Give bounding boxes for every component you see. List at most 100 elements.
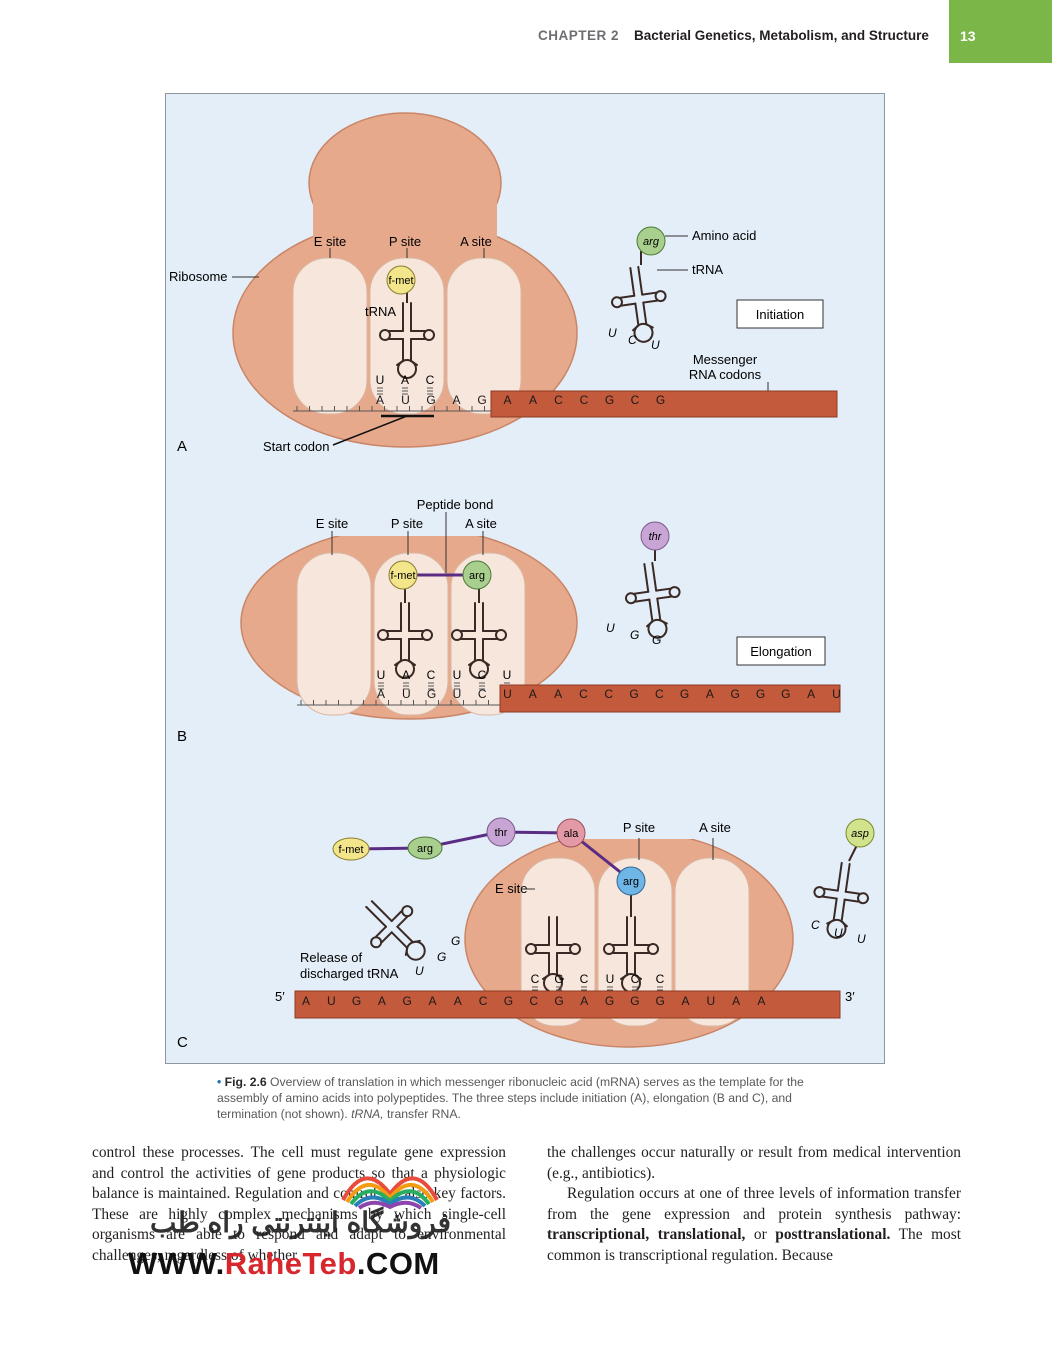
release-label-2: discharged tRNA (300, 966, 399, 981)
free-trna-label-a: tRNA (692, 262, 723, 277)
p2-text-c: or (745, 1226, 776, 1244)
released-trna (348, 883, 443, 978)
p-site-label-c: P site (623, 820, 655, 835)
caption-text-2: transfer RNA. (383, 1107, 461, 1121)
a-site-label-b: A site (465, 516, 497, 531)
p-site-label-a: P site (389, 234, 421, 249)
mrna-b-base-8: A (554, 687, 562, 701)
mrna-b-base-2: U (402, 687, 411, 701)
translation-diagram: E site P site A site Ribosome f-met tRNA… (169, 112, 875, 1051)
mrna-c-base-15: G (656, 994, 665, 1008)
chain-arg-label: arg (417, 843, 433, 855)
arg-amino-c (616, 866, 646, 896)
five-prime-label: 5′ (275, 989, 285, 1004)
a-site-label-c: A site (699, 820, 731, 835)
mrna-c-base-19: A (757, 994, 765, 1008)
p2-text-d: The most common is transcriptional regul… (547, 1226, 961, 1264)
anticodon-b-p-3: C (427, 668, 436, 682)
arg-label-c: arg (623, 876, 639, 888)
ribosome-junction (313, 199, 497, 239)
mrna-a-base-2: U (401, 393, 410, 407)
mrna-b-base-1: A (377, 687, 385, 701)
asp-amino-c (845, 818, 875, 848)
mrna-c-base-18: A (732, 994, 740, 1008)
mrna-b-base-16: G (756, 687, 765, 701)
body-paragraph-left: control these processes. The cell must r… (92, 1144, 506, 1264)
free-anticodon-c-1: C (811, 918, 820, 932)
mrna-c-base-7: A (454, 994, 462, 1008)
mrna-b-base-14: A (706, 687, 714, 701)
free-anticodon-c-3: U (857, 932, 866, 946)
mrna-c-base-3: G (352, 994, 361, 1008)
mrna-c-base-2: U (327, 994, 336, 1008)
panel-letter-c: C (177, 1034, 188, 1051)
free-anticodon-b-2: G (630, 628, 639, 642)
anticodon-a-1: U (376, 373, 385, 387)
anticodon-c-p-2: C (631, 972, 640, 986)
anticodon-c-e-2: G (554, 972, 563, 986)
free-anticodon-b-3: G (652, 633, 661, 647)
chain-thr (486, 817, 516, 847)
anticodon-b-a-1: U (453, 668, 462, 682)
mrna-b-base-15: G (731, 687, 740, 701)
thr-label-b: thr (649, 531, 663, 543)
mrna-c-base-16: A (681, 994, 689, 1008)
arg-amino-b (462, 560, 492, 590)
elongation-label: Elongation (750, 644, 811, 659)
figure-caption: • Fig. 2.6 Overview of translation in wh… (217, 1074, 847, 1122)
free-anticodon-b-1: U (606, 621, 615, 635)
arg-amino-a (636, 226, 666, 256)
mrna-b-base-19: U (832, 687, 841, 701)
anticodon-c-e-3: C (580, 972, 589, 986)
e-site-label-b: E site (316, 516, 349, 531)
p-site-slot-b (373, 552, 449, 716)
panel-letter-a: A (177, 438, 187, 455)
peptide-bond-label: Peptide bond (417, 497, 494, 512)
mrna-a-base-1: A (376, 393, 384, 407)
panel-letter-b: B (177, 728, 187, 745)
mrna-a-base-9: C (580, 393, 589, 407)
start-codon-label: Start codon (263, 439, 330, 454)
free-anticodon-a-3: U (651, 338, 660, 352)
mrna-c-base-13: G (605, 994, 614, 1008)
mrna-strand-a (490, 390, 838, 418)
body-paragraph-right-1: the challenges occur naturally or result… (547, 1144, 961, 1182)
fmet-label-a: f-met (388, 275, 413, 287)
mrna-a-base-3: G (426, 393, 435, 407)
mrna-a-base-5: G (477, 393, 486, 407)
messenger-label-2: RNA codons (689, 367, 762, 382)
mrna-b-base-9: C (579, 687, 588, 701)
mrna-c-base-12: A (580, 994, 588, 1008)
mrna-c-base-1: A (302, 994, 310, 1008)
e-site-label-c: E site (495, 881, 528, 896)
free-anticodon-a-1: U (608, 326, 617, 340)
mrna-a-base-11: C (631, 393, 640, 407)
anticodon-c-e-1: C (531, 972, 540, 986)
e-site-label-a: E site (314, 234, 347, 249)
chain-arg (407, 836, 443, 860)
mrna-strand-c (294, 990, 841, 1019)
arg-label-b: arg (469, 570, 485, 582)
anticodon-b-p-1: U (377, 668, 386, 682)
caption-italic: tRNA, (351, 1107, 384, 1121)
anticodon-c-p-3: C (656, 972, 665, 986)
mrna-a-base-10: G (605, 393, 614, 407)
chapter-title: Bacterial Genetics, Metabolism, and Stru… (634, 28, 929, 43)
fmet-amino-b (388, 560, 418, 590)
panel-c: P site A site E site f-met arg thr ala a… (177, 817, 875, 1051)
three-prime-label: 3′ (845, 989, 855, 1004)
anticodon-b-a-2: C (478, 668, 487, 682)
mrna-c-base-9: G (504, 994, 513, 1008)
chain-thr-label: thr (495, 827, 508, 839)
body-paragraph-right-2: Regulation occurs at one of three levels… (547, 1184, 961, 1266)
mrna-c-base-5: G (403, 994, 412, 1008)
page-number: 13 (960, 28, 976, 44)
mrna-c-base-8: C (479, 994, 488, 1008)
chain-ala-label: ala (564, 828, 580, 840)
trna-label-a: tRNA (365, 304, 396, 319)
mrna-b-base-10: C (604, 687, 613, 701)
p2-bold-1: transcriptional, translational, (547, 1226, 746, 1244)
initiation-box (736, 299, 824, 329)
